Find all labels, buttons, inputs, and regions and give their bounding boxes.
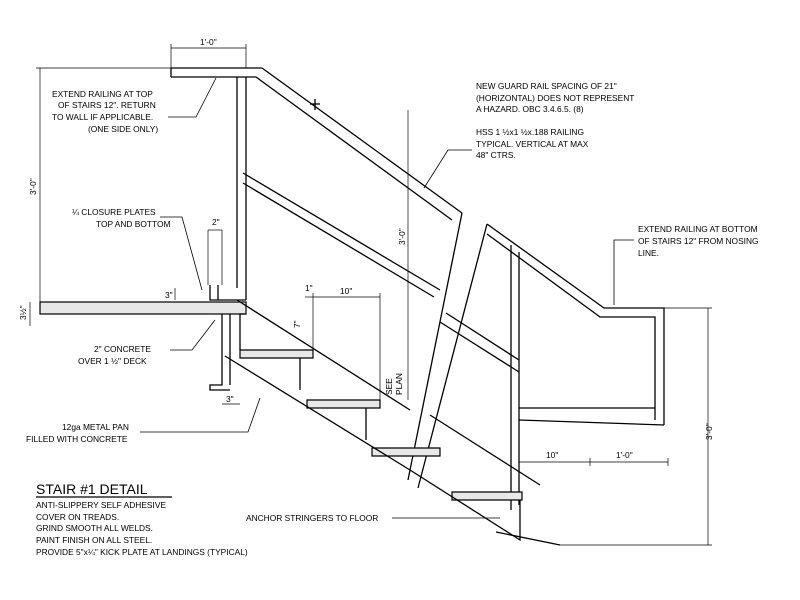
break-line — [407, 212, 488, 489]
svg-text:TOP AND BOTTOM: TOP AND BOTTOM — [96, 219, 170, 229]
svg-text:2" CONCRETE: 2" CONCRETE — [94, 344, 151, 354]
left-post — [236, 77, 247, 300]
svg-text:ANTI-SLIPPERY SELF ADHESIVE: ANTI-SLIPPERY SELF ADHESIVE — [36, 500, 166, 510]
svg-text:EXTEND RAILING AT BOTTOM: EXTEND RAILING AT BOTTOM — [638, 224, 758, 234]
stringer — [224, 299, 541, 542]
svg-text:¼ CLOSURE PLATES: ¼ CLOSURE PLATES — [72, 207, 156, 217]
stair-treads — [239, 313, 523, 501]
dim-plate-width — [207, 229, 223, 285]
drawing-title: STAIR #1 DETAIL — [36, 481, 148, 497]
note-extend-top: EXTEND RAILING AT TOP OF STAIRS 12". RET… — [52, 77, 217, 134]
nosing-label: 1" — [305, 283, 313, 293]
note-anchor: ANCHOR STRINGERS TO FLOOR — [246, 513, 500, 523]
dim-tread — [305, 293, 381, 400]
weld-mark — [310, 99, 320, 110]
riser-label: 7" — [292, 320, 302, 328]
lower-handrail — [439, 223, 665, 426]
svg-text:EXTEND RAILING AT TOP: EXTEND RAILING AT TOP — [52, 89, 153, 99]
note-closure: ¼ CLOSURE PLATES TOP AND BOTTOM — [72, 207, 203, 291]
right-height-label: 3'-0" — [704, 423, 714, 440]
svg-text:FILLED WITH CONCRETE: FILLED WITH CONCRETE — [26, 434, 128, 444]
tread-depth-label: 10" — [340, 286, 352, 296]
svg-text:OVER 1 ½" DECK: OVER 1 ½" DECK — [78, 356, 147, 366]
note-metal-pan: 12ga METAL PAN FILLED WITH CONCRETE — [26, 397, 261, 444]
svg-text:48" CTRS.: 48" CTRS. — [476, 150, 516, 160]
left-height-label: 3'-0" — [28, 178, 38, 195]
svg-text:TO WALL IF APPLICABLE.: TO WALL IF APPLICABLE. — [52, 112, 153, 122]
landing-thickness-label: 3½" — [18, 305, 28, 320]
top-handrail — [170, 67, 463, 221]
svg-text:OF STAIRS 12". RETURN: OF STAIRS 12". RETURN — [58, 100, 156, 110]
bottom-extension-label: 1'-0" — [616, 450, 633, 460]
svg-text:LINE.: LINE. — [638, 248, 659, 258]
svg-text:PLAN: PLAN — [394, 373, 404, 395]
dim-top-rail — [170, 44, 247, 68]
svg-text:HSS 1 ½x1 ½x.188 RAILING: HSS 1 ½x1 ½x.188 RAILING — [476, 127, 584, 137]
svg-text:TYPICAL. VERTICAL AT MAX: TYPICAL. VERTICAL AT MAX — [476, 139, 589, 149]
note-see-plan: SEE PLAN — [384, 373, 404, 395]
note-guard-rail: NEW GUARD RAIL SPACING OF 21" (HORIZONTA… — [476, 81, 634, 114]
svg-text:ANCHOR STRINGERS TO FLOOR: ANCHOR STRINGERS TO FLOOR — [246, 513, 378, 523]
svg-text:12ga METAL PAN: 12ga METAL PAN — [62, 422, 129, 432]
note-hss: HSS 1 ½x1 ½x.188 RAILING TYPICAL. VERTIC… — [423, 127, 589, 189]
dim-left-height — [36, 67, 171, 302]
mid-height-label: 3'-0" — [397, 228, 407, 245]
dim-bottom — [519, 458, 669, 466]
svg-text:A HAZARD. OBC 3.4.6.5. (8): A HAZARD. OBC 3.4.6.5. (8) — [476, 104, 584, 114]
middle-rail — [242, 172, 441, 298]
svg-text:NEW GUARD RAIL SPACING OF 21": NEW GUARD RAIL SPACING OF 21" — [476, 81, 617, 91]
svg-text:GRIND SMOOTH ALL WELDS.: GRIND SMOOTH ALL WELDS. — [36, 523, 153, 533]
svg-text:OF STAIRS 12" FROM NOSING: OF STAIRS 12" FROM NOSING — [638, 236, 759, 246]
note-extend-bottom: EXTEND RAILING AT BOTTOM OF STAIRS 12" F… — [613, 224, 759, 305]
top-rail-length-label: 1'-0" — [200, 37, 217, 47]
svg-text:COVER ON TREADS.: COVER ON TREADS. — [36, 512, 119, 522]
plate-width-label: 2" — [212, 217, 220, 227]
svg-text:(HORIZONTAL) DOES NOT REPRESEN: (HORIZONTAL) DOES NOT REPRESENT — [476, 93, 634, 103]
floor — [495, 531, 561, 546]
title-block: STAIR #1 DETAIL ANTI-SLIPPERY SELF ADHES… — [36, 481, 248, 557]
note-concrete: 2" CONCRETE OVER 1 ½" DECK — [78, 319, 216, 366]
svg-text:PROVIDE 5"x¼" KICK PLATE AT LA: PROVIDE 5"x¼" KICK PLATE AT LANDINGS (TY… — [36, 547, 248, 557]
svg-text:(ONE SIDE ONLY): (ONE SIDE ONLY) — [88, 124, 158, 134]
svg-text:PAINT FINISH ON ALL STEEL.: PAINT FINISH ON ALL STEEL. — [36, 535, 152, 545]
plate-offset-label: 3" — [165, 290, 173, 300]
stringer-offset-label: 3" — [226, 394, 234, 404]
dim-right-height — [560, 307, 712, 546]
bottom-tread-label: 10" — [546, 450, 558, 460]
svg-text:SEE: SEE — [384, 378, 394, 395]
landing-slab — [39, 285, 247, 391]
